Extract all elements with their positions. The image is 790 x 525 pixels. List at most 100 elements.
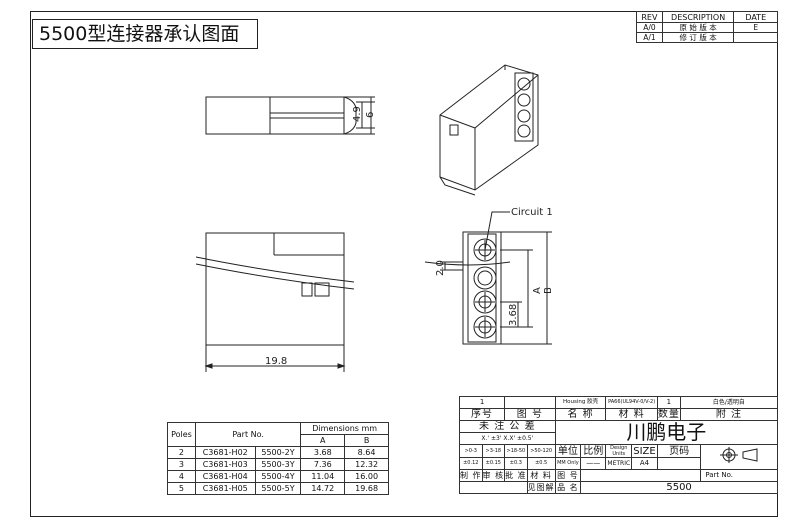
material-label: 材 料 — [526, 469, 556, 482]
dim-b-cell: 19.68 — [344, 482, 389, 495]
isometric-view — [439, 64, 539, 196]
poles-cell: 2 — [167, 446, 196, 459]
partno-cell: C3681-H03 — [194, 458, 256, 471]
range-cell: >50-120 — [526, 444, 556, 458]
dim-b-label: B — [543, 287, 554, 294]
name-header: 名 称 — [554, 408, 607, 421]
title-block: 1 Housing 胶壳 PA66(UL94V-0/V-2) 1 白色/透明自 … — [458, 396, 779, 494]
dim-b-cell: 12.32 — [344, 458, 389, 471]
drawing-no-value — [580, 469, 702, 482]
design-label: Design Units — [605, 444, 633, 458]
range-cell: >18-50 — [504, 444, 528, 458]
a-header: A — [300, 434, 346, 447]
size-value: A4 — [631, 457, 658, 470]
drawing-frame — [30, 11, 778, 517]
parts-table: Poles Part No. Dimensions mm A B 2 C3681… — [167, 422, 389, 495]
qty-header: 数量 — [656, 408, 681, 421]
unit-label: 单位 — [554, 444, 582, 458]
model-cell: 5500-4Y — [254, 470, 302, 483]
make-label: 制 作 — [459, 469, 483, 482]
size-label: SIZE — [631, 444, 658, 458]
range-cell: >3-18 — [481, 444, 506, 458]
item-no: 1 — [458, 396, 506, 409]
revision-row: A/0 原 始 版 本 E — [636, 22, 778, 33]
scale-value: —— — [580, 457, 607, 470]
dimensions-header: Dimensions mm — [300, 422, 389, 435]
page-value — [656, 457, 702, 470]
parts-header-row: Poles Part No. Dimensions mm — [167, 422, 389, 447]
poles-cell: 3 — [167, 458, 196, 471]
bom-item-row: 1 Housing 胶壳 PA66(UL94V-0/V-2) 1 白色/透明自 — [458, 396, 779, 409]
item-name: Housing 胶壳 — [554, 396, 607, 409]
dim-3-68-label: 3.68 — [508, 304, 519, 326]
dim-a-cell: 3.68 — [300, 446, 346, 459]
model-cell: 5500-5Y — [254, 482, 302, 495]
poles-cell: 4 — [167, 470, 196, 483]
blank-cell — [459, 481, 528, 494]
design-value: METRIC — [605, 457, 633, 470]
product-name-label: 品 名 — [554, 481, 582, 494]
b-header: B — [344, 434, 389, 447]
range-tol-cell: ±0.12 — [459, 457, 483, 470]
ranges-row: >0-3 >3-18 >18-50 >50-120 单位 比例 Design U… — [459, 444, 778, 470]
side-view — [205, 96, 375, 135]
revision-row: A/1 修 订 版 本 — [636, 32, 778, 43]
projection-symbol-icon — [700, 444, 778, 470]
review-label: 审 核 — [481, 469, 506, 482]
revision-table: REV DESCRIPTION DATE A/0 原 始 版 本 E A/1 修… — [636, 11, 778, 43]
end-view — [424, 211, 552, 345]
company-name: 川鹏电子 — [554, 420, 779, 445]
document-title: 5500型连接器承认图面 — [32, 19, 258, 49]
dim-a-cell: 14.72 — [300, 482, 346, 495]
dim-b-cell: 16.00 — [344, 470, 389, 483]
poles-header: Poles — [167, 422, 196, 447]
dim-b-cell: 8.64 — [344, 446, 389, 459]
tolerance-line: X.' ±3' X.X' ±0.5' — [459, 432, 556, 445]
see-drawing-label: 见图解 — [526, 481, 556, 494]
page-label: 页码 — [656, 444, 702, 458]
range-tol-cell: ±0.3 — [504, 457, 528, 470]
dim-2-0-label: 2.0 — [435, 260, 446, 276]
dim-4-9-label: 4.9 — [352, 106, 363, 122]
item-qty: 1 — [656, 396, 681, 409]
item-material: PA66(UL94V-0/V-2) — [605, 396, 658, 409]
model-cell: 5500-2Y — [254, 446, 302, 459]
description-cell: 修 订 版 本 — [661, 32, 735, 43]
front-view — [195, 232, 355, 372]
range-tol-cell: ±0.15 — [481, 457, 506, 470]
range-tol-cell: ±0.5 — [526, 457, 556, 470]
partno-cell: C3681-H02 — [194, 446, 256, 459]
product-value: 5500 — [580, 481, 778, 494]
item-note: 白色/透明自 — [679, 396, 779, 409]
drawing-no-label: 图 号 — [554, 469, 582, 482]
signoff-row: 制 作 审 核 批 准 材 料 图 号 Part No. — [459, 469, 778, 482]
tolerance-title-row: 未 注 公 差 川鹏电子 — [459, 420, 779, 445]
dim-6-label: 6 — [365, 112, 376, 118]
unit-value: MM Only — [554, 457, 582, 470]
dim-19-8-label: 19.8 — [265, 356, 287, 367]
note-header: 附 注 — [679, 408, 779, 421]
table-row: 2 C3681-H02 5500-2Y 3.68 8.64 — [167, 446, 389, 459]
dim-a-cell: 11.04 — [300, 470, 346, 483]
range-cell: >0-3 — [459, 444, 483, 458]
tolerance-title: 未 注 公 差 — [459, 420, 556, 433]
scale-label: 比例 — [580, 444, 607, 458]
drawing-header: 图 号 — [504, 408, 556, 421]
poles-cell: 5 — [167, 482, 196, 495]
material-header: 材 料 — [605, 408, 658, 421]
table-row: 3 C3681-H03 5500-3Y 7.36 12.32 — [167, 458, 389, 471]
approve-label: 批 准 — [504, 469, 528, 482]
item-drawing — [504, 396, 556, 409]
date-cell — [733, 32, 778, 43]
partno-cell: C3681-H05 — [194, 482, 256, 495]
table-row: 4 C3681-H04 5500-4Y 11.04 16.00 — [167, 470, 389, 483]
circuit-1-label: Circuit 1 — [511, 207, 553, 218]
seq-header: 序号 — [458, 408, 506, 421]
model-cell: 5500-3Y — [254, 458, 302, 471]
dim-a-label: A — [532, 287, 543, 294]
bom-header-row: 序号 图 号 名 称 材 料 数量 附 注 — [458, 408, 779, 421]
dim-a-cell: 7.36 — [300, 458, 346, 471]
partno-header: Part No. — [194, 422, 302, 447]
partno-cell: C3681-H04 — [194, 470, 256, 483]
